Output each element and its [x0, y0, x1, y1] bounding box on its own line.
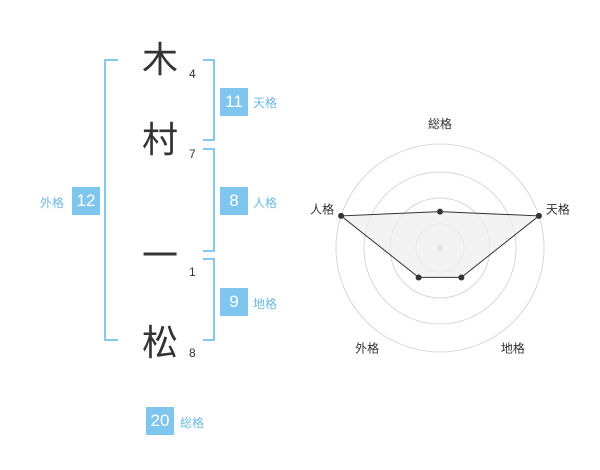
stroke-count-2: 7: [189, 147, 196, 161]
radar-point-1: [437, 208, 443, 215]
radar-axis-label-4: 外格: [355, 340, 379, 355]
chikaku-bracket: [203, 258, 215, 341]
radar-axis-label-2: 天格: [546, 202, 570, 217]
radar-ring-4: [335, 143, 545, 353]
chikaku-badge: 9: [220, 288, 248, 316]
stroke-count-3: 1: [189, 265, 196, 279]
radar-point-5: [338, 212, 345, 219]
tenkaku-label: 天格: [253, 96, 278, 110]
gaikaku-bracket: [104, 59, 118, 341]
jinkaku-badge: 8: [220, 187, 248, 215]
jinkaku-label: 人格: [253, 196, 278, 210]
radar-data-polygon: [339, 211, 541, 278]
gaikaku-label: 外格: [40, 196, 65, 210]
stroke-count-1: 4: [189, 67, 196, 81]
radar-point-3: [458, 274, 465, 281]
radar-axis-label-5: 人格: [310, 202, 334, 217]
radar-axis-label-1: 総格: [428, 116, 452, 131]
chikaku-label: 地格: [253, 297, 278, 311]
soukaku-label: 総格: [180, 416, 205, 430]
name-char-2: 村: [141, 120, 178, 161]
tenkaku-bracket: [203, 59, 215, 141]
radar-points: [338, 208, 542, 281]
name-char-4: 松: [141, 323, 178, 364]
radar-point-4: [415, 274, 422, 281]
soukaku-badge: 20: [146, 407, 174, 435]
radar-ring-3: [363, 171, 517, 325]
stroke-count-4: 8: [189, 346, 196, 360]
jinkaku-bracket: [203, 148, 215, 252]
name-char-1: 木: [141, 40, 178, 81]
name-char-3: 一: [141, 236, 178, 277]
radar-point-2: [535, 212, 542, 219]
tenkaku-badge: 11: [220, 88, 248, 116]
radar-axis-label-3: 地格: [501, 340, 525, 355]
gaikaku-badge: 12: [72, 187, 100, 215]
